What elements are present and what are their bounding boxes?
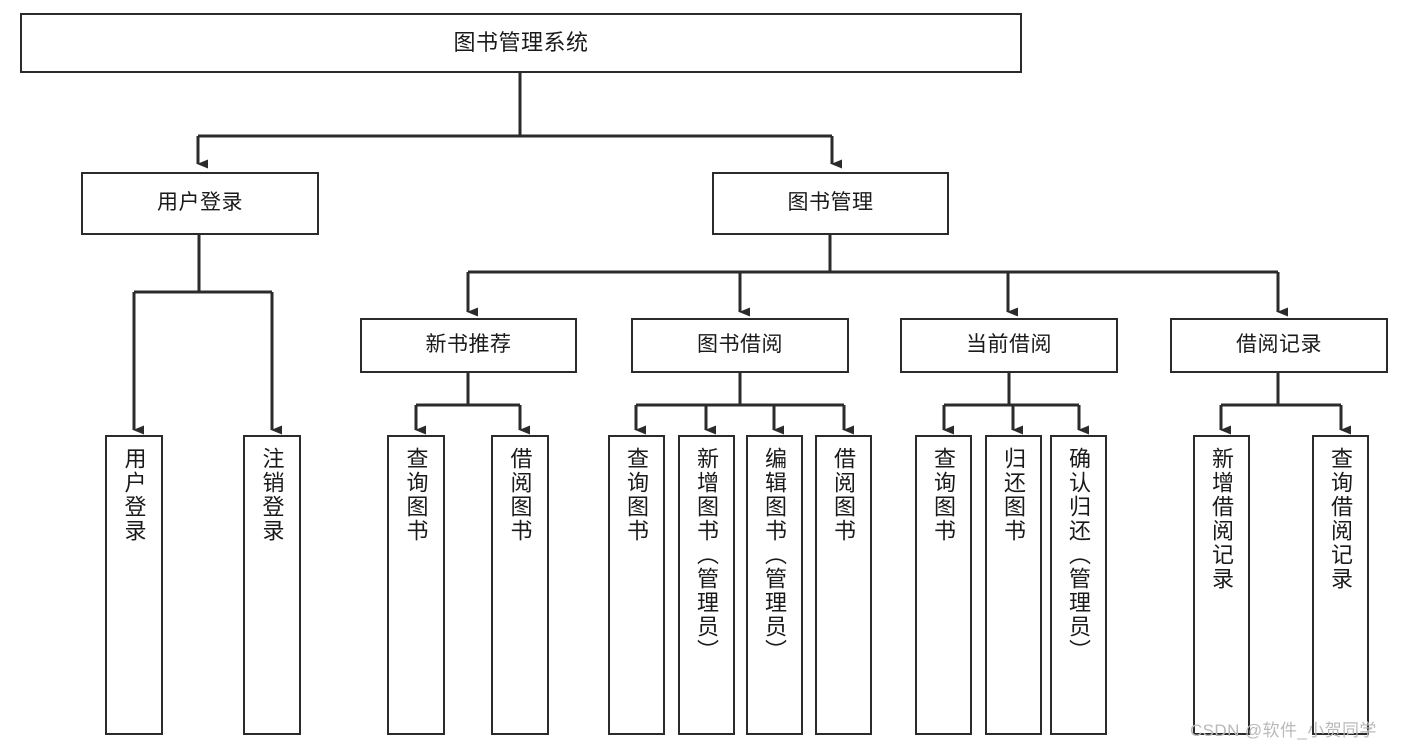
node-label: 图书借阅 bbox=[697, 333, 783, 357]
node-label: 归还图书 bbox=[1001, 447, 1027, 543]
node-label: 查询图书 bbox=[403, 447, 429, 543]
node-label: 新书推荐 bbox=[425, 333, 512, 357]
node-label: 查询图书 bbox=[624, 447, 650, 543]
node-current-borrow[interactable]: 当前借阅 bbox=[900, 318, 1118, 373]
leaf-borrow-book-recommend[interactable]: 借阅图书 bbox=[491, 435, 549, 735]
leaf-query-book-current[interactable]: 查询图书 bbox=[915, 435, 972, 735]
node-user-login[interactable]: 用户登录 bbox=[81, 172, 319, 235]
node-label: 注销登录 bbox=[259, 447, 285, 543]
node-label: 用户登录 bbox=[121, 447, 147, 543]
leaf-query-book-recommend[interactable]: 查询图书 bbox=[387, 435, 445, 735]
leaf-return-book[interactable]: 归还图书 bbox=[985, 435, 1042, 735]
node-label: 编辑图书（管理员） bbox=[762, 447, 788, 663]
node-label: 新增借阅记录 bbox=[1209, 447, 1235, 591]
node-new-book-recommend[interactable]: 新书推荐 bbox=[360, 318, 577, 373]
node-label: 借阅图书 bbox=[831, 447, 857, 543]
node-label: 图书管理 bbox=[787, 191, 874, 215]
node-label: 查询图书 bbox=[931, 447, 957, 543]
leaf-user-login[interactable]: 用户登录 bbox=[105, 435, 163, 735]
node-label: 查询借阅记录 bbox=[1328, 447, 1354, 591]
node-label: 确认归还（管理员） bbox=[1066, 447, 1092, 663]
node-borrow-record[interactable]: 借阅记录 bbox=[1170, 318, 1388, 373]
node-book-borrow[interactable]: 图书借阅 bbox=[631, 318, 849, 373]
node-label: 借阅图书 bbox=[507, 447, 533, 543]
leaf-logout-login[interactable]: 注销登录 bbox=[243, 435, 301, 735]
leaf-query-book-borrow[interactable]: 查询图书 bbox=[608, 435, 665, 735]
leaf-add-book[interactable]: 新增图书（管理员） bbox=[678, 435, 735, 735]
leaf-edit-book[interactable]: 编辑图书（管理员） bbox=[746, 435, 803, 735]
leaf-borrow-book[interactable]: 借阅图书 bbox=[815, 435, 872, 735]
csdn-watermark: CSDN @软件_小贺同学 bbox=[1190, 721, 1377, 740]
leaf-query-borrow-record[interactable]: 查询借阅记录 bbox=[1312, 435, 1369, 735]
node-label: 当前借阅 bbox=[966, 333, 1052, 357]
node-label: 图书管理系统 bbox=[453, 30, 589, 56]
node-root-system[interactable]: 图书管理系统 bbox=[20, 13, 1022, 73]
node-label: 借阅记录 bbox=[1236, 333, 1322, 357]
node-label: 用户登录 bbox=[157, 191, 243, 215]
leaf-add-borrow-record[interactable]: 新增借阅记录 bbox=[1193, 435, 1250, 735]
leaf-confirm-return[interactable]: 确认归还（管理员） bbox=[1050, 435, 1107, 735]
node-book-management[interactable]: 图书管理 bbox=[712, 172, 949, 235]
node-label: 新增图书（管理员） bbox=[694, 447, 720, 663]
